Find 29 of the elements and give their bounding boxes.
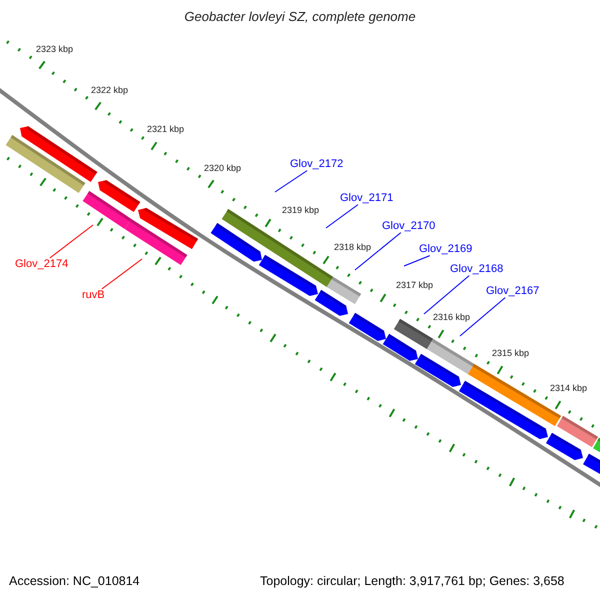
leader-line bbox=[49, 224, 94, 258]
leader-line bbox=[101, 258, 142, 290]
gene-label: ruvB bbox=[82, 289, 105, 302]
footer-text: Topology: circular; Length: 3,917,761 bp; Genes: 3,658 bbox=[260, 574, 564, 588]
gene-label: Glov_2167 bbox=[486, 285, 540, 298]
leader-line bbox=[274, 170, 308, 192]
tick-label: 2321 kbp bbox=[147, 124, 184, 134]
title: Geobacter lovleyi SZ, complete genome bbox=[183, 10, 417, 25]
gene-label: Glov_2171 bbox=[340, 192, 394, 205]
tick-label: 2314 kbp bbox=[550, 383, 588, 394]
gene-label: Glov_2169 bbox=[419, 243, 472, 256]
leader-line bbox=[354, 232, 402, 270]
tick-label: 2322 kbp bbox=[91, 85, 128, 96]
tick-label: 2315 kbp bbox=[492, 348, 530, 358]
gene-label: Glov_2174 bbox=[15, 258, 68, 271]
tick-label: 2319 kbp bbox=[282, 205, 320, 216]
tick-label: 2317 kbp bbox=[396, 280, 434, 290]
leader-line bbox=[326, 204, 358, 228]
gene-label: Glov_2170 bbox=[382, 220, 436, 233]
tick-label: 2323 kbp bbox=[36, 44, 74, 54]
tick-label: 2320 kbp bbox=[204, 163, 242, 174]
footer-text: Accession: NC_010814 bbox=[9, 574, 140, 588]
gene-label: Glov_2168 bbox=[450, 263, 504, 276]
gene-label: Glov_2172 bbox=[290, 158, 344, 171]
tick-label: 2318 kbp bbox=[334, 242, 372, 252]
leader-line bbox=[404, 255, 430, 266]
leader-line bbox=[424, 275, 470, 314]
leader-line bbox=[460, 297, 506, 336]
tick-label: 2316 kbp bbox=[433, 312, 470, 322]
